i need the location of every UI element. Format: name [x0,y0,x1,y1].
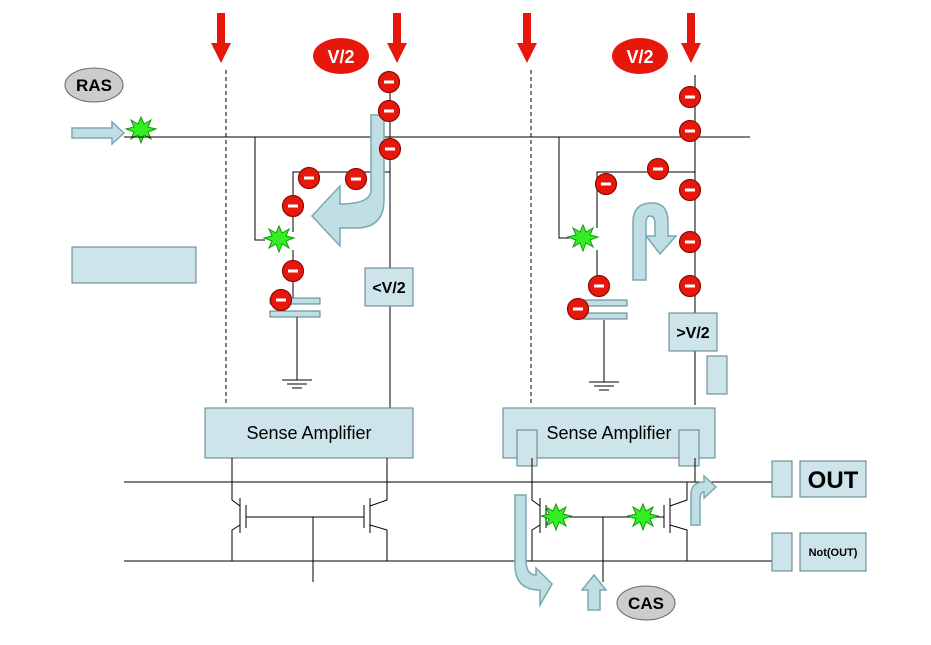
charge-icon [678,230,702,254]
charge-icon [377,99,401,123]
svg-text:CAS: CAS [628,594,664,613]
svg-text:Sense Amplifier: Sense Amplifier [546,423,671,443]
ras-badge: RAS [64,67,124,103]
charge-icon [378,137,402,161]
spark-icon [567,224,599,252]
svg-text:V/2: V/2 [626,47,653,67]
not-out-switch-box [771,532,793,572]
greater-than-v2-box: >V/2 [668,312,718,352]
empty-box [71,246,197,284]
small-box [706,355,728,395]
switch-box-left [516,429,538,467]
out-flow-arrow-icon [690,474,718,526]
charge-icon [269,288,293,312]
charge-icon [377,70,401,94]
down-arrow-icon [681,13,701,63]
bottom-wiring [124,458,772,582]
charge-icon [587,274,611,298]
not-out-box: Not(OUT) [799,532,867,572]
charge-icon [678,85,702,109]
out-box: OUT [799,460,867,498]
less-than-v2-box: <V/2 [364,267,414,307]
charge-icon [678,119,702,143]
ras-arrow-icon [71,120,126,146]
svg-text:RAS: RAS [76,76,112,95]
out-switch-box [771,460,793,498]
svg-text:OUT: OUT [808,467,859,494]
charge-icon [646,157,670,181]
sense-amplifier-left: Sense Amplifier [204,407,414,459]
spark-icon [125,116,157,144]
down-arrow-icon [387,13,407,63]
svg-text:Not(OUT): Not(OUT) [809,547,858,559]
spark-icon [627,503,659,531]
charge-icon [594,172,618,196]
current-flow-arrow-icon [310,114,385,248]
charge-icon [678,274,702,298]
charge-icon [678,178,702,202]
charge-icon [281,259,305,283]
charge-icon [281,194,305,218]
cas-badge: CAS [616,585,676,621]
charge-icon [566,297,590,321]
v2-badge-right: V/2 [612,38,668,74]
v2-badge-left: V/2 [313,38,369,74]
charge-icon [344,167,368,191]
ground-icon [281,363,313,389]
ground-icon [588,365,620,391]
spark-icon [263,225,295,253]
u-turn-arrow-icon [632,202,678,281]
switch-box-right [678,429,700,467]
down-flow-arrow-icon [514,494,553,608]
svg-text:Sense Amplifier: Sense Amplifier [246,423,371,443]
charge-icon [297,166,321,190]
down-arrow-icon [211,13,231,63]
svg-text:V/2: V/2 [327,47,354,67]
down-arrow-icon [517,13,537,63]
svg-text:>V/2: >V/2 [676,325,709,342]
cas-up-arrow-icon [580,573,608,611]
svg-text:<V/2: <V/2 [372,280,405,297]
